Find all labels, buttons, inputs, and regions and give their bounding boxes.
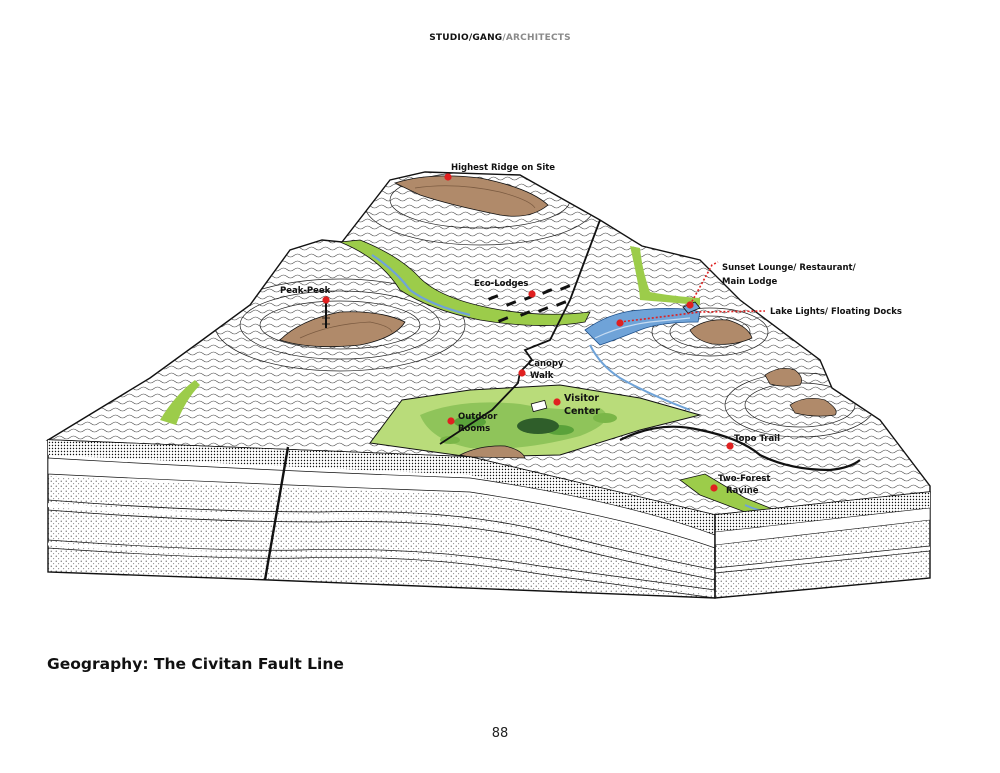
label-canopy-line2: Walk [530,371,554,381]
label-two-forest-line1: Two-Forest [718,474,770,484]
marker-sunset-lounge [686,301,694,309]
fault-line-section [263,446,290,581]
location-markers [322,173,734,492]
geology-block-left [47,439,716,599]
header-sep-2: / [502,33,506,43]
label-highest-ridge: Highest Ridge on Site [451,163,555,173]
page-header: STUDIO/GANG/ARCHITECTS [0,33,1000,43]
marker-visitor-center [553,398,561,406]
header-sep: / [468,33,473,43]
label-two-forest-line2: Ravine [726,486,759,496]
lake-water [371,254,781,515]
peak-peek-tower [322,300,330,328]
visitor-center-building [530,399,548,413]
marker-eco-lodges [528,290,536,298]
marker-lake-lights [616,319,624,327]
label-sunset-lounge-line2: Main Lodge [722,277,778,287]
diagram-labels: Highest Ridge on Site Peak-Peek Eco-Lodg… [280,163,902,496]
fault-line [439,219,601,445]
marker-canopy-walk [518,369,526,377]
page-number: 88 [491,726,509,741]
label-peak-peek: Peak-Peek [280,286,331,296]
header-studio: STUDIO [429,33,469,43]
ridge-peaks [279,175,837,459]
leader-lines [619,261,766,323]
header-gang: GANG [472,33,503,43]
label-eco-lodges: Eco-Lodges [474,279,528,289]
label-outdoor-line1: Outdoor [458,412,498,422]
label-outdoor-line2: Rooms [458,424,490,434]
label-topo-trail: Topo Trail [734,434,780,444]
marker-outdoor-rooms [447,417,455,425]
marker-peak-peek [322,296,330,304]
topo-trail-path [619,425,861,472]
label-canopy-line1: Canopy [528,359,564,369]
header-architects: ARCHITECTS [505,33,571,43]
marker-topo-trail [726,442,734,450]
marker-two-forest-ravine [710,484,718,492]
label-sunset-lounge-line1: Sunset Lounge/ Restaurant/ [722,263,857,273]
label-visitor-line1: Visitor [564,393,599,404]
geology-block-right [714,491,931,599]
label-visitor-line2: Center [564,406,600,417]
figure-caption: Geography: The Civitan Fault Line [47,655,344,673]
marker-highest-ridge [444,173,452,181]
label-lake-lights: Lake Lights/ Floating Docks [770,307,902,317]
